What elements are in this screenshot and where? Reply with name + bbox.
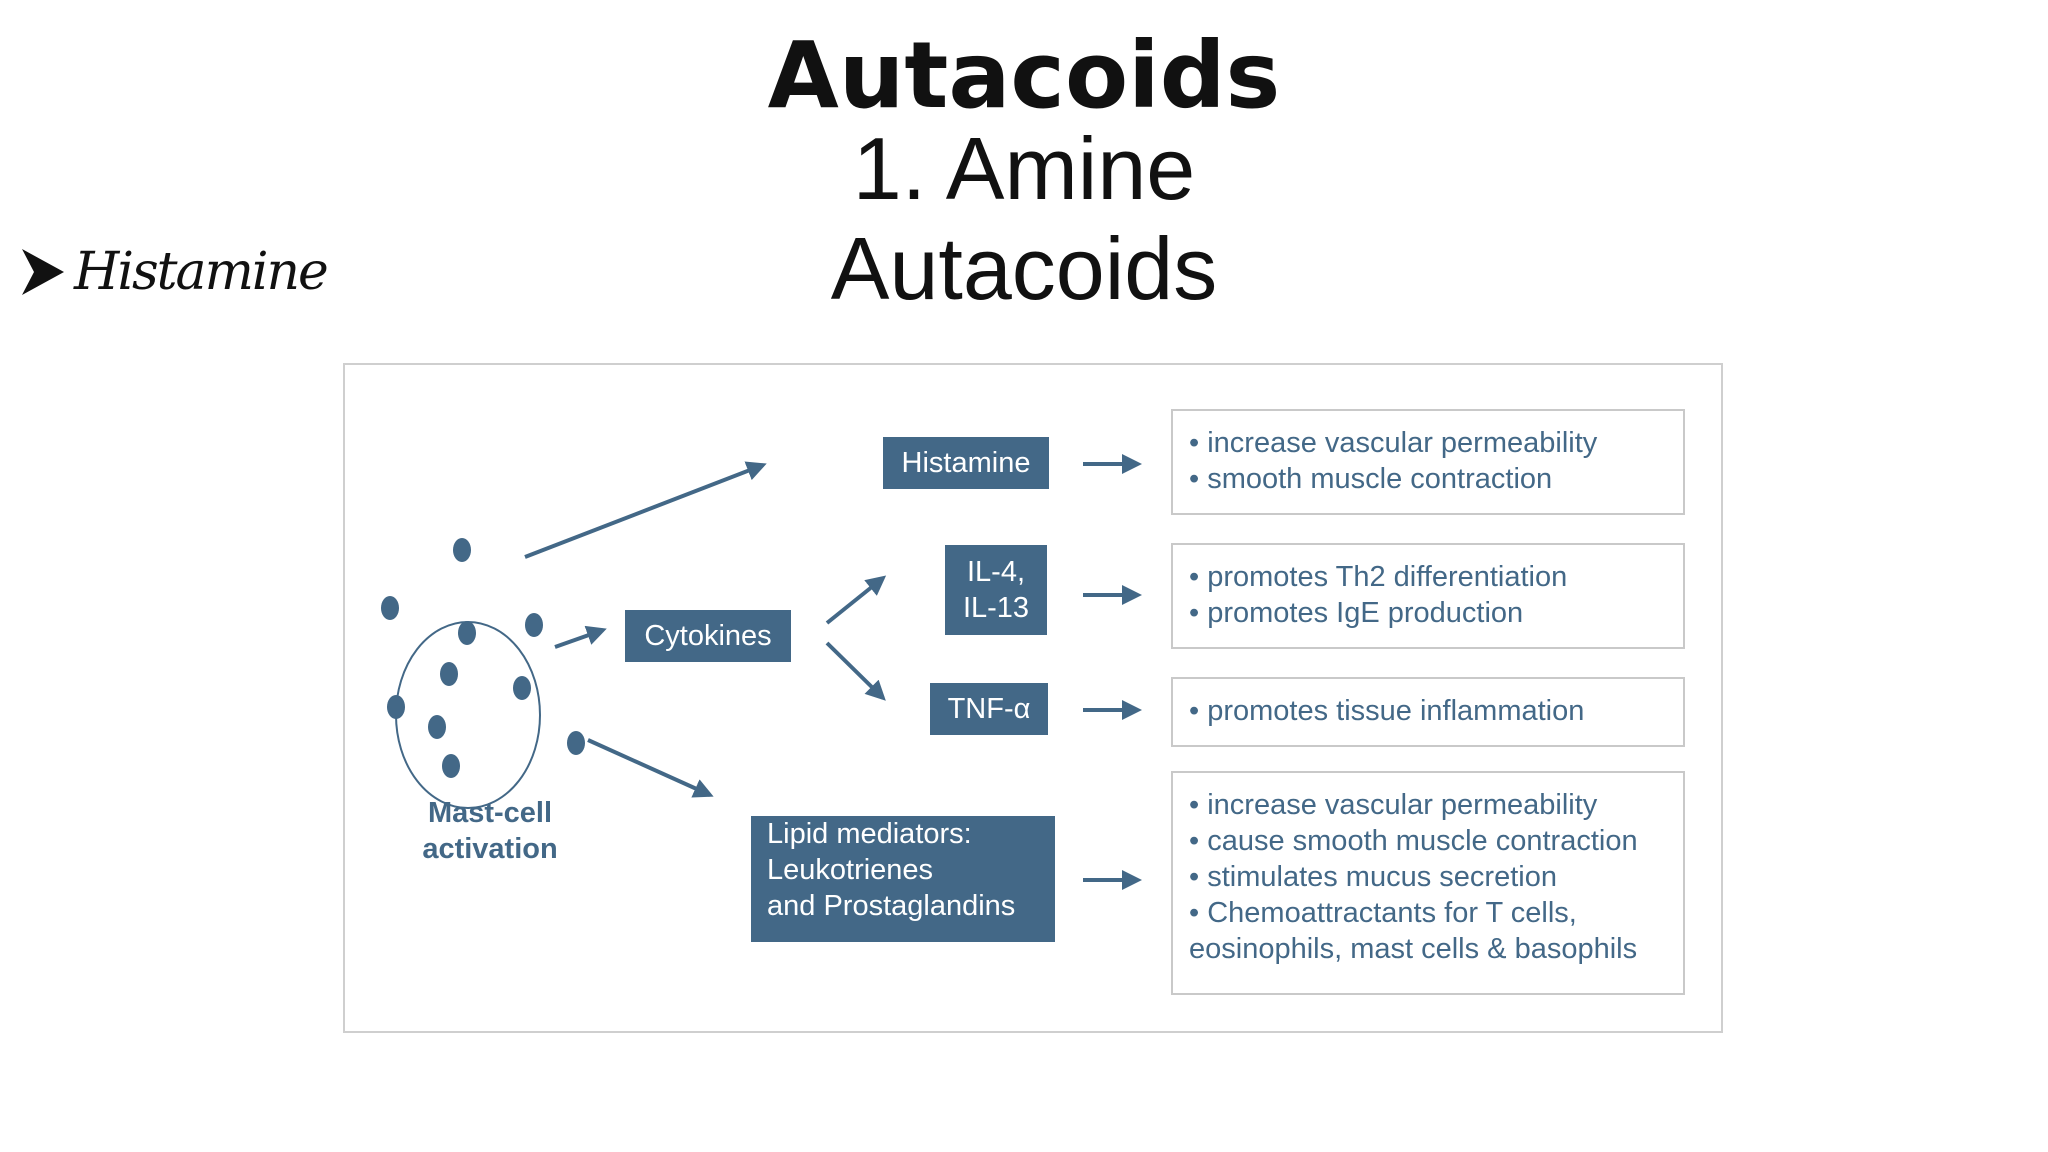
bullet-label: Histamine xyxy=(74,242,329,302)
tnf-label: TNF-α xyxy=(947,693,1031,725)
effect-line: • smooth muscle contraction xyxy=(1189,463,1553,495)
cytokines-label: Cytokines xyxy=(644,620,772,652)
histamine-label: Histamine xyxy=(901,447,1031,479)
il-label-line2: IL-13 xyxy=(962,592,1030,624)
arrow-to-tnf xyxy=(825,641,886,701)
cytokines-box: Cytokines xyxy=(625,610,791,662)
effect-line: • promotes IgE production xyxy=(1189,597,1524,629)
arrow-to-histamine xyxy=(524,461,767,559)
il-label-line1: IL-4, xyxy=(966,556,1026,588)
arrow-to-cytokines xyxy=(554,625,607,649)
mast-cell-outline xyxy=(395,621,541,809)
lipid-effects: • increase vascular permeability • cause… xyxy=(1171,771,1685,995)
effect-line: • stimulates mucus secretion xyxy=(1189,861,1557,893)
granule xyxy=(381,596,399,620)
arrow-bullet-icon xyxy=(22,249,64,295)
effect-line: • promotes tissue inflammation xyxy=(1189,695,1585,727)
arrow-to-il xyxy=(825,575,887,625)
mast-cell-label: Mast-cell activation xyxy=(395,795,585,867)
mast-cell-label-line2: activation xyxy=(422,833,558,865)
granule xyxy=(442,754,460,778)
effect-line: • promotes Th2 differentiation xyxy=(1189,561,1568,593)
effect-line: eosinophils, mast cells & basophils xyxy=(1189,933,1638,965)
granule xyxy=(428,715,446,739)
mast-cell-granules xyxy=(381,538,585,778)
histamine-effects: • increase vascular permeability • smoot… xyxy=(1171,409,1685,515)
slide-subtitle: 1. Amine xyxy=(852,119,1196,218)
tnf-box: TNF-α xyxy=(930,683,1048,735)
granule xyxy=(525,613,543,637)
effect-line: • Chemoattractants for T cells, xyxy=(1189,897,1577,929)
granule xyxy=(387,695,405,719)
mast-cell-diagram: Histamine Cytokines IL-4, IL-13 TNF-α Li… xyxy=(343,363,1723,1033)
slide-title: Autacoids xyxy=(767,22,1281,129)
lipid-label-line3: and Prostaglandins xyxy=(767,890,1016,922)
granule xyxy=(458,621,476,645)
tnf-effects: • promotes tissue inflammation xyxy=(1171,677,1685,747)
granule xyxy=(567,731,585,755)
lipid-mediators-box: Lipid mediators: Leukotrienes and Prosta… xyxy=(751,816,1055,942)
lipid-label-line1: Lipid mediators: xyxy=(767,818,972,850)
arrow-to-lipid xyxy=(587,738,714,798)
histamine-box: Histamine xyxy=(883,437,1049,489)
lipid-label-line2: Leukotrienes xyxy=(767,854,934,886)
effect-line: • cause smooth muscle contraction xyxy=(1189,825,1638,857)
slide-subtitle-2: Autacoids xyxy=(830,219,1218,318)
diagram-graphics xyxy=(381,454,1142,890)
effect-line: • increase vascular permeability xyxy=(1189,427,1598,459)
granule xyxy=(453,538,471,562)
granule xyxy=(513,676,531,700)
granule xyxy=(440,662,458,686)
effect-line: • increase vascular permeability xyxy=(1189,789,1598,821)
bullet-item: Histamine xyxy=(20,242,329,302)
il-effects: • promotes Th2 differentiation • promote… xyxy=(1171,543,1685,649)
il-box: IL-4, IL-13 xyxy=(945,545,1047,635)
mast-cell-label-line1: Mast-cell xyxy=(427,797,553,829)
